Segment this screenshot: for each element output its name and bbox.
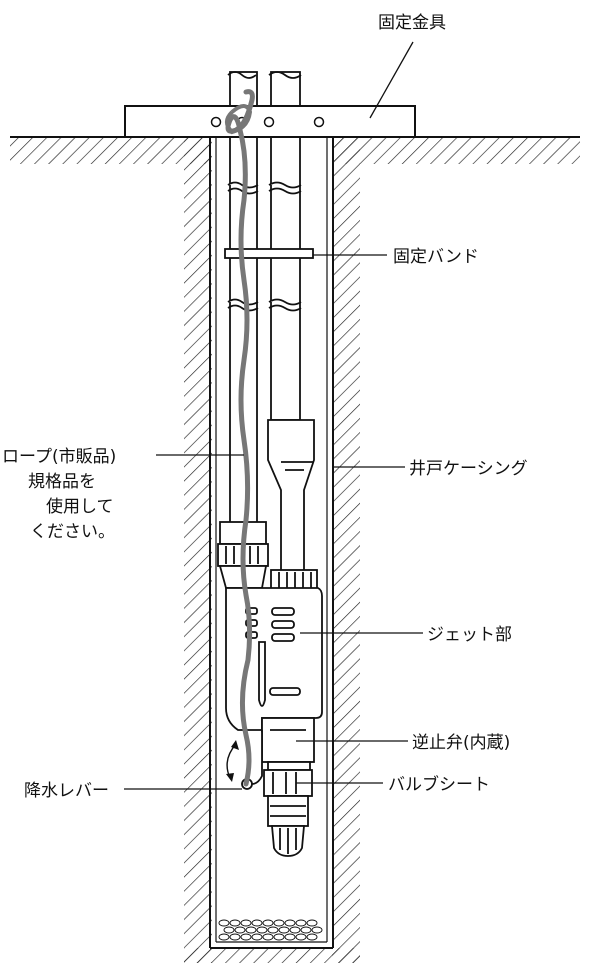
right-fitting [270,569,318,591]
check-valve [261,717,315,771]
leader-lines [124,41,423,790]
label-rope-1: ロープ(市販品) [2,447,116,467]
label-check-valve: 逆止弁(内蔵) [412,733,510,753]
label-jet-section: ジェット部 [427,625,512,645]
label-fixing-band: 固定バンド [393,247,479,267]
rope-loop [225,104,253,135]
gravel [218,919,323,941]
fixing-bracket [124,105,416,138]
label-rope-4: ください。 [30,522,115,542]
ground-surface [10,136,580,164]
label-fixing-bracket: 固定金具 [378,13,446,33]
label-valve-seat: バルブシート [388,774,490,795]
label-well-casing: 井戸ケーシング [409,459,528,479]
label-rope-3: 使用して [46,496,114,517]
label-rope-2: 規格品を [28,472,96,492]
lever-arrow-head-down [226,773,234,782]
adapter [267,419,315,573]
lever-arrow-head-up [231,740,239,750]
well-wall [184,137,360,963]
fixing-band [224,248,314,259]
valve-seat [263,769,313,857]
label-drain-lever: 降水レバー [24,781,109,801]
lever-arrow [226,743,237,779]
